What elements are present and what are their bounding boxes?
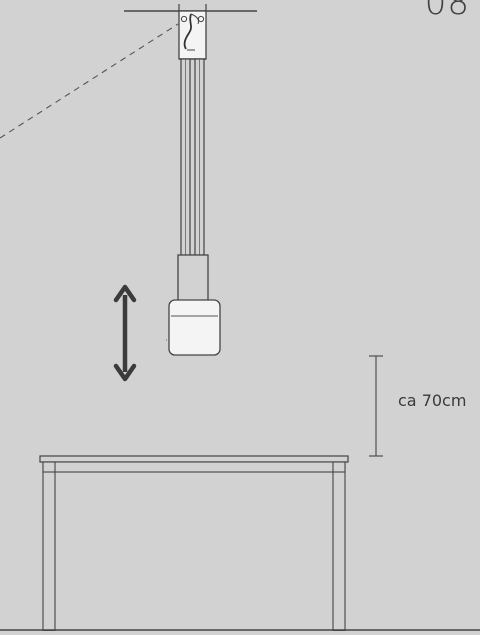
double-headed-vertical-arrow-icon <box>113 284 137 382</box>
suspension-rods <box>180 58 205 257</box>
ceiling-canopy <box>178 4 207 60</box>
dimension-marker <box>369 355 383 457</box>
dimension-label: ca 70cm <box>398 391 467 410</box>
table <box>39 455 349 632</box>
dashed-guide-line <box>0 23 179 139</box>
lamp-holder <box>177 254 209 302</box>
lamp-shade <box>166 299 221 356</box>
step-number: 08 <box>424 0 470 23</box>
power-cable <box>183 13 192 50</box>
